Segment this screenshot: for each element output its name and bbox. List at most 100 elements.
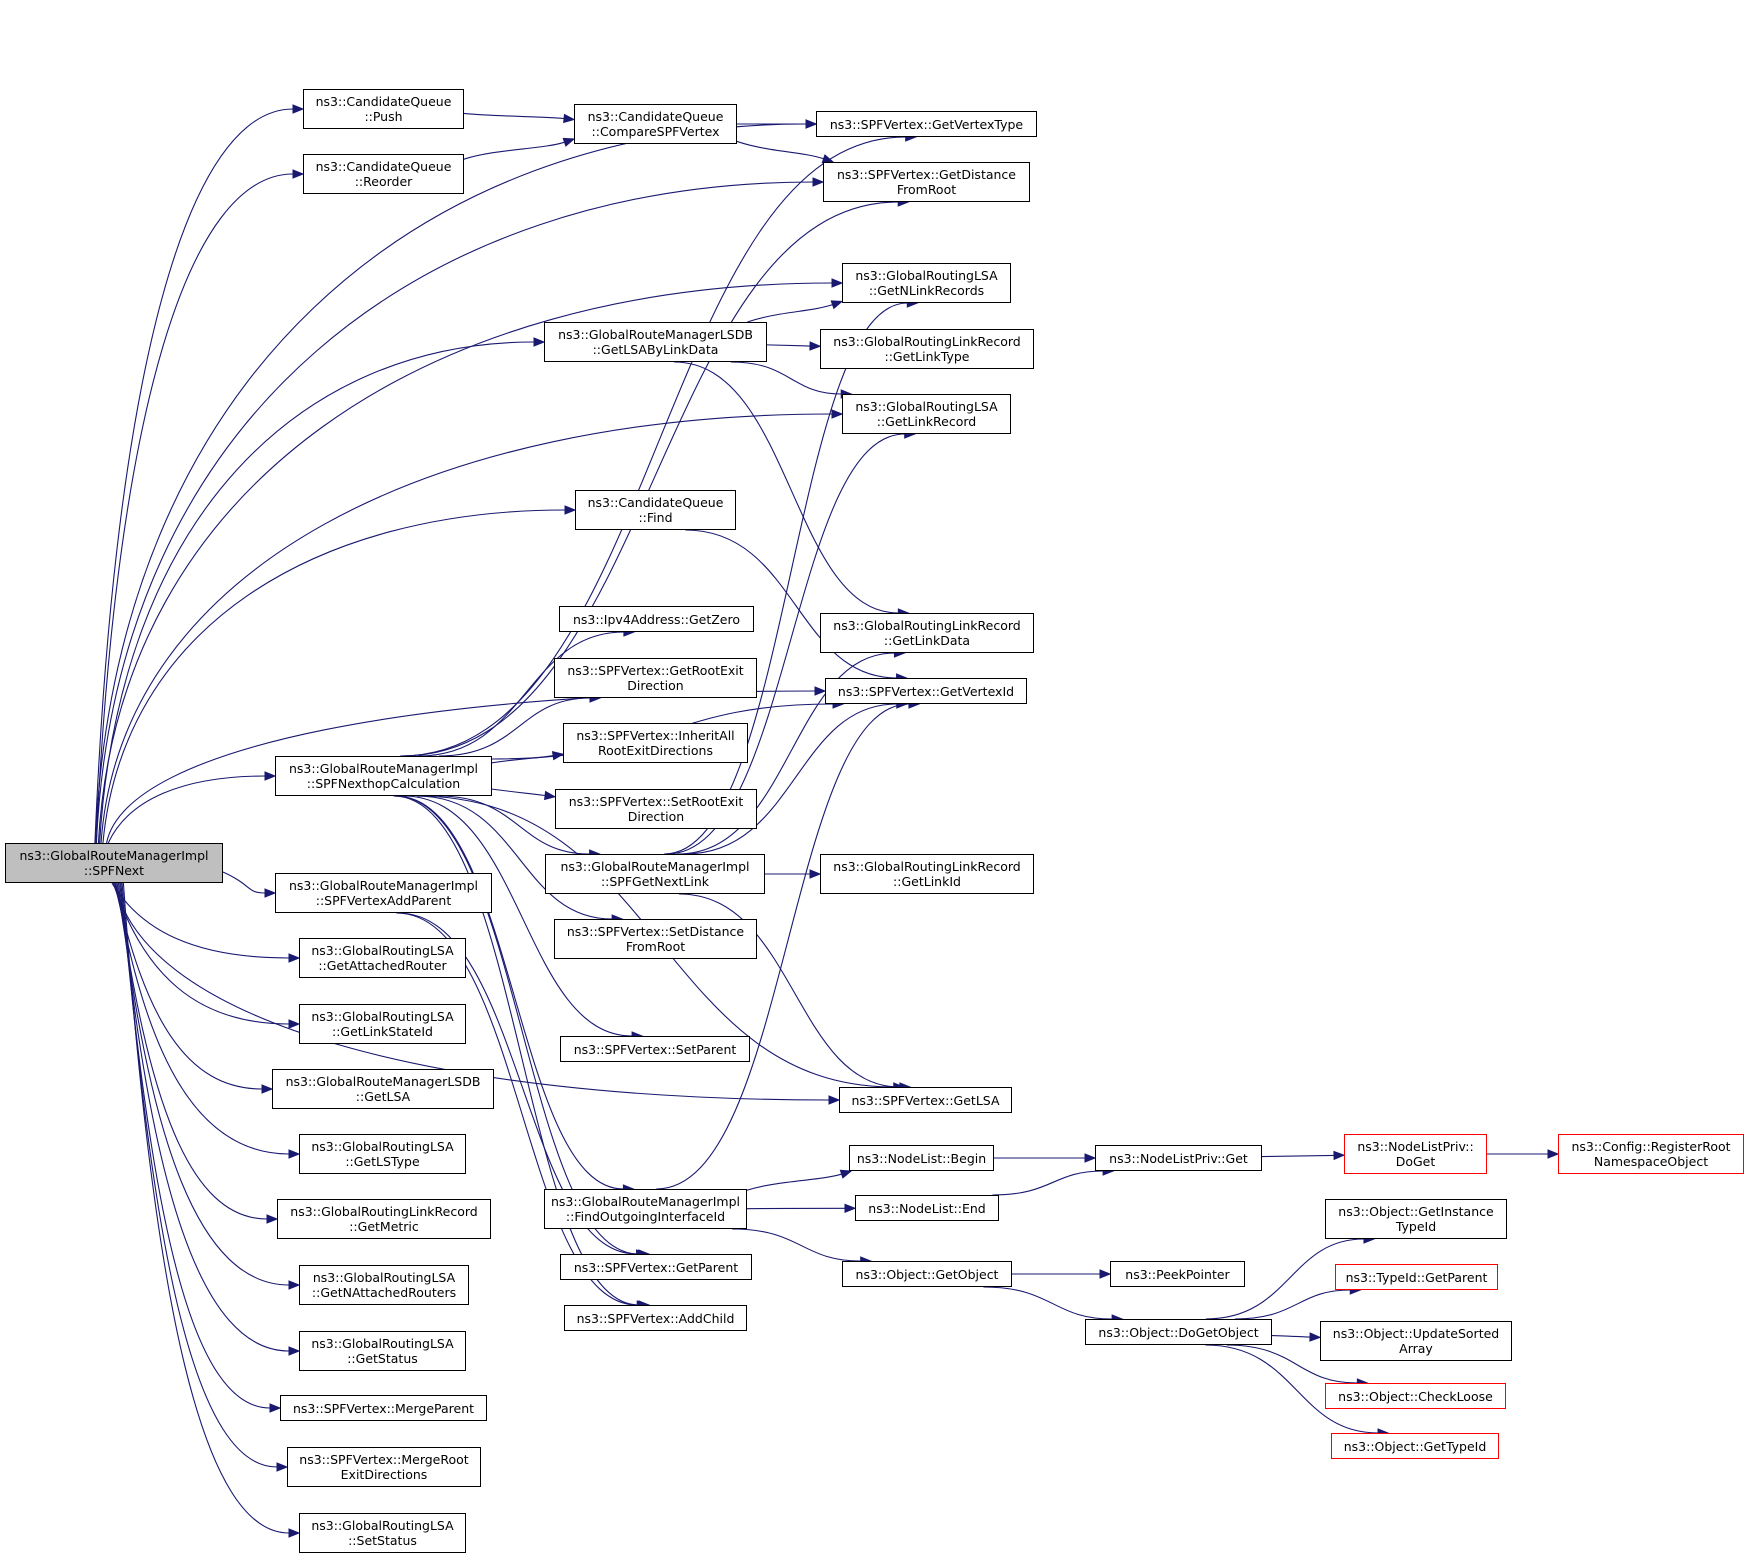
edge-getnextlink-to-getlinkrecord — [666, 433, 905, 855]
arrowhead-reorder-to-compare — [562, 137, 576, 147]
edge-findoutgoing-to-getvertexid — [656, 703, 909, 1190]
arrowhead-nodelistprivdoget-to-registerroot — [1547, 1149, 1560, 1159]
edge-spfnext-to-getstatus — [119, 882, 290, 1352]
node-globalroutinglsa-getlinkrecord[interactable]: ns3::GlobalRoutingLSA ::GetLinkRecord — [842, 394, 1011, 434]
arrowhead-spfnext-to-getmetric — [266, 1214, 279, 1224]
edge-findoutgoing-to-getobject — [732, 1228, 861, 1262]
node-object-getobject[interactable]: ns3::Object::GetObject — [842, 1261, 1012, 1287]
node-candidatequeue-find[interactable]: ns3::CandidateQueue ::Find — [575, 490, 736, 530]
edge-spfnext-to-getmetric — [116, 882, 268, 1220]
node-candidatequeue-push[interactable]: ns3::CandidateQueue ::Push — [303, 89, 464, 129]
node-findoutgoinginterfaceid[interactable]: ns3::GlobalRouteManagerImpl ::FindOutgoi… — [544, 1189, 747, 1229]
arrowhead-nexthopcalc-to-setrootexitdir — [543, 790, 557, 801]
edge-spfnext-to-getlstype — [115, 882, 290, 1155]
node-config-registerrootnamespaceobject[interactable]: ns3::Config::RegisterRoot NamespaceObjec… — [1558, 1134, 1744, 1174]
node-spfvertex-mergeparent[interactable]: ns3::SPFVertex::MergeParent — [280, 1395, 487, 1421]
edge-getlsabylinkdata-to-getnlinkrecords — [747, 304, 833, 323]
arrowhead-spfnext-to-vertexaddparent — [264, 888, 277, 898]
arrowhead-nodelistprivget-to-nodelistprivdoget — [1333, 1150, 1346, 1161]
arrowhead-spfnext-to-lsdbgetlsa — [261, 1084, 274, 1094]
node-spfvertex-getlsa[interactable]: ns3::SPFVertex::GetLSA — [839, 1087, 1012, 1113]
arrowhead-nodelistbegin-to-nodelistprivget — [1084, 1153, 1097, 1163]
edge-find-to-getvertexid — [685, 529, 897, 679]
node-spfvertex-mergerootexitdirections[interactable]: ns3::SPFVertex::MergeRoot ExitDirections — [287, 1447, 481, 1487]
node-spfvertex-getparent[interactable]: ns3::SPFVertex::GetParent — [560, 1254, 752, 1280]
edge-nexthopcalc-to-findoutgoing — [395, 795, 624, 1190]
node-spfvertex-inheritallrootexitdirections[interactable]: ns3::SPFVertex::InheritAll RootExitDirec… — [563, 723, 748, 763]
node-spfvertex-getrootexitdirection[interactable]: ns3::SPFVertex::GetRootExit Direction — [554, 658, 757, 698]
edge-spfnext-to-lsdbgetlsa — [113, 882, 263, 1090]
node-ipv4address-getzero[interactable]: ns3::Ipv4Address::GetZero — [559, 606, 754, 632]
edge-reorder-to-compare — [463, 141, 565, 160]
edge-getnextlink-to-getvertexid — [684, 703, 897, 855]
edge-spfnext-to-nexthopcalc — [107, 775, 266, 844]
node-globalroutinglsa-getattachedrouter[interactable]: ns3::GlobalRoutingLSA ::GetAttachedRoute… — [299, 938, 466, 978]
node-globalroutinglsa-getlstype[interactable]: ns3::GlobalRoutingLSA ::GetLSType — [299, 1134, 466, 1174]
node-spfnext: ns3::GlobalRouteManagerImpl ::SPFNext — [5, 843, 223, 883]
arrowhead-spfnext-to-setstatus — [288, 1528, 301, 1538]
arrowhead-spfnext-to-getvertexid — [814, 686, 827, 696]
edge-nexthopcalc-to-getdistfromroot — [401, 201, 899, 757]
node-spfvertex-setparent[interactable]: ns3::SPFVertex::SetParent — [560, 1036, 750, 1062]
edge-nexthopcalc-to-getnextlink — [438, 795, 590, 855]
arrowhead-spfnext-to-getlinkrecord — [831, 409, 844, 419]
edge-spfnext-to-push — [94, 108, 294, 844]
arrowhead-spfnext-to-reorder — [292, 169, 305, 179]
node-peekpointer[interactable]: ns3::PeekPointer — [1110, 1261, 1245, 1287]
node-nodelistpriv-get[interactable]: ns3::NodeListPriv::Get — [1095, 1145, 1262, 1171]
node-object-checkloose[interactable]: ns3::Object::CheckLoose — [1325, 1383, 1506, 1409]
node-typeid-getparent[interactable]: ns3::TypeId::GetParent — [1335, 1264, 1498, 1290]
node-spfgetnextlink[interactable]: ns3::GlobalRouteManagerImpl ::SPFGetNext… — [545, 854, 765, 894]
node-nodelist-end[interactable]: ns3::NodeList::End — [855, 1195, 999, 1221]
node-globalroutinglsa-setstatus[interactable]: ns3::GlobalRoutingLSA ::SetStatus — [299, 1513, 466, 1553]
edge-spfnext-to-find — [102, 509, 566, 844]
edge-spfnext-to-vertexaddparent — [222, 871, 266, 894]
arrowhead-spfnext-to-mergerootexit — [276, 1462, 289, 1472]
edge-dogetobject-to-typeidgetparent — [1234, 1289, 1351, 1320]
node-object-gettypeid[interactable]: ns3::Object::GetTypeId — [1331, 1433, 1499, 1459]
node-lsdb-getlsa[interactable]: ns3::GlobalRouteManagerLSDB ::GetLSA — [272, 1069, 494, 1109]
node-spfvertex-getvertexid[interactable]: ns3::SPFVertex::GetVertexId — [825, 678, 1027, 704]
node-candidatequeue-reorder[interactable]: ns3::CandidateQueue ::Reorder — [303, 154, 464, 194]
node-candidatequeue-comparespfvertex[interactable]: ns3::CandidateQueue ::CompareSPFVertex — [574, 104, 737, 144]
node-spfvertex-setrootexitdirection[interactable]: ns3::SPFVertex::SetRootExit Direction — [555, 789, 757, 829]
node-linkrecord-getmetric[interactable]: ns3::GlobalRoutingLinkRecord ::GetMetric — [277, 1199, 491, 1239]
node-linkrecord-getlinktype[interactable]: ns3::GlobalRoutingLinkRecord ::GetLinkTy… — [820, 329, 1034, 369]
arrowhead-spfnext-to-nexthopcalc — [264, 771, 277, 781]
arrowhead-spfnext-to-getlinkstateid — [288, 1019, 301, 1029]
node-spfvertex-getvertextype[interactable]: ns3::SPFVertex::GetVertexType — [816, 111, 1037, 137]
node-linkrecord-getlinkdata[interactable]: ns3::GlobalRoutingLinkRecord ::GetLinkDa… — [820, 613, 1034, 653]
edge-vertexaddparent-to-addchild — [396, 912, 638, 1306]
edge-getnextlink-to-getlinkdata — [677, 652, 895, 855]
node-object-updatesortedarray[interactable]: ns3::Object::UpdateSorted Array — [1320, 1321, 1512, 1361]
node-spfvertex-addchild[interactable]: ns3::SPFVertex::AddChild — [564, 1305, 747, 1331]
arrowhead-dogetobject-to-updatesorted — [1309, 1332, 1322, 1342]
edge-findoutgoing-to-nodelistbegin — [746, 1173, 842, 1191]
edge-getnextlink-to-vertexgetlsa — [678, 893, 900, 1088]
node-spfvertex-getdistancefromroot[interactable]: ns3::SPFVertex::GetDistance FromRoot — [823, 162, 1030, 202]
node-spfnexthopcalculation[interactable]: ns3::GlobalRouteManagerImpl ::SPFNexthop… — [275, 756, 492, 796]
node-nodelistpriv-doget[interactable]: ns3::NodeListPriv:: DoGet — [1344, 1134, 1487, 1174]
edge-getlsabylinkdata-to-getlinkdata — [674, 361, 899, 614]
node-nodelist-begin[interactable]: ns3::NodeList::Begin — [849, 1145, 994, 1171]
node-object-getinstancetypeid[interactable]: ns3::Object::GetInstance TypeId — [1325, 1199, 1507, 1239]
node-spfvertex-setdistancefromroot[interactable]: ns3::SPFVertex::SetDistance FromRoot — [554, 919, 757, 959]
edge-nexthopcalc-to-setrootexitdir — [491, 788, 546, 797]
arrowhead-spfnext-to-vertexgetlsa — [828, 1095, 841, 1105]
node-linkrecord-getlinkid[interactable]: ns3::GlobalRoutingLinkRecord ::GetLinkId — [820, 854, 1034, 894]
edge-spfnext-to-getnlinkrecords — [97, 282, 833, 844]
node-globalroutinglsa-getnattachedrouters[interactable]: ns3::GlobalRoutingLSA ::GetNAttachedRout… — [299, 1265, 469, 1305]
node-object-dogetobject[interactable]: ns3::Object::DoGetObject — [1085, 1319, 1272, 1345]
node-globalroutinglsa-getstatus[interactable]: ns3::GlobalRoutingLSA ::GetStatus — [299, 1331, 466, 1371]
arrowhead-getobject-to-peekpointer — [1099, 1269, 1112, 1279]
arrowhead-spfnext-to-getattachedrouter — [288, 953, 301, 963]
arrowhead-getnextlink-to-getlinkid — [809, 869, 822, 879]
edge-spfnext-to-getlsabylinkdata — [99, 341, 535, 844]
node-lsdb-getlsabylinkdata[interactable]: ns3::GlobalRouteManagerLSDB ::GetLSAByLi… — [544, 322, 767, 362]
edge-spfnext-to-getattachedrouter — [111, 882, 290, 959]
node-spfvertexaddparent[interactable]: ns3::GlobalRouteManagerImpl ::SPFVertexA… — [275, 873, 492, 913]
edge-push-to-compare — [463, 112, 565, 120]
edge-vertexaddparent-to-vertexgetparent — [398, 912, 637, 1255]
node-globalroutinglsa-getnlinkrecords[interactable]: ns3::GlobalRoutingLSA ::GetNLinkRecords — [842, 263, 1011, 303]
node-globalroutinglsa-getlinkstateid[interactable]: ns3::GlobalRoutingLSA ::GetLinkStateId — [299, 1004, 466, 1044]
